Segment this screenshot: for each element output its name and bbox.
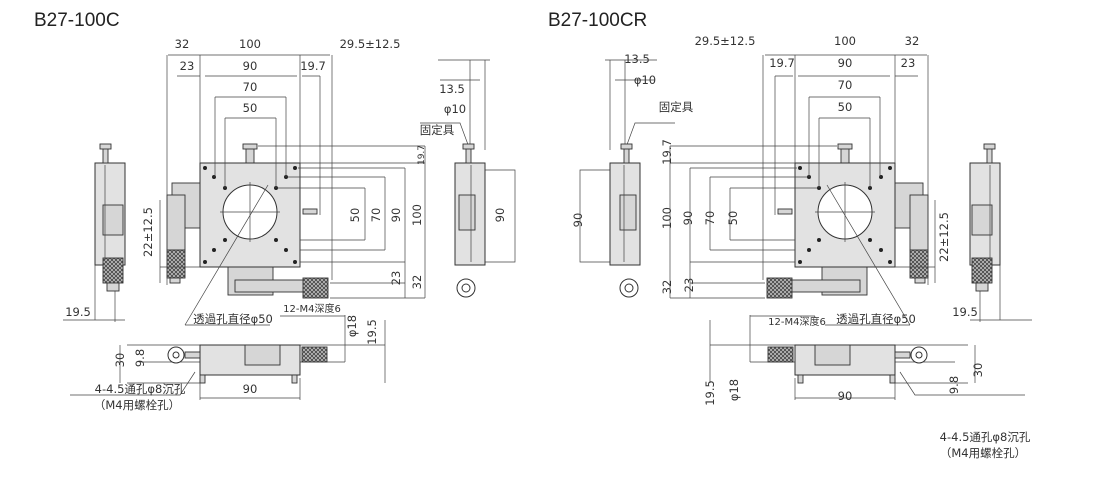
dim-label: 22±12.5 [141, 207, 155, 257]
dim-label: 19.5 [703, 380, 717, 406]
through-hole-note: 透過孔直径φ50 [836, 312, 916, 326]
dim-label: 22±12.5 [937, 212, 951, 262]
dim-label: 50 [348, 208, 362, 223]
model-title-b27-100c: B27-100C [34, 10, 120, 31]
dim-label: 23 [180, 59, 195, 73]
mounting-hole-note: 4-4.5通孔φ8沉孔 [95, 382, 186, 396]
dim-label: 19.7 [417, 145, 427, 165]
dim-label: 90 [838, 389, 853, 403]
dim-label: 100 [834, 34, 856, 48]
model-title-b27-100cr: B27-100CR [548, 10, 648, 31]
dim-label: 100 [660, 207, 674, 229]
tapped-hole-note: 12-M4深度6 [768, 315, 826, 328]
through-hole-note: 透過孔直径φ50 [193, 312, 273, 326]
dim-label: 32 [660, 280, 674, 295]
dim-label: 90 [571, 213, 585, 228]
dim-label: 19.7 [769, 56, 795, 70]
tapped-hole-note: 12-M4深度6 [283, 302, 341, 315]
dim-label: 90 [243, 59, 258, 73]
dim-label: 19.7 [660, 139, 674, 165]
dim-label: 70 [243, 80, 258, 94]
dim-label: 70 [703, 211, 717, 226]
dim-label: 30 [971, 363, 985, 378]
right-dimension-labels: 29.5±12.5 100 32 19.7 90 23 70 50 13.5 φ… [571, 34, 1031, 460]
left-dimension-labels: 32 100 29.5±12.5 23 90 19.7 70 50 13.5 φ… [65, 37, 507, 412]
dim-label: 19.5 [952, 305, 978, 319]
fixture-label: 固定具 [659, 100, 694, 114]
dim-label: 100 [410, 204, 424, 226]
mounting-hole-note: 4-4.5通孔φ8沉孔 [940, 430, 1031, 444]
dim-label: 90 [243, 382, 258, 396]
dim-label: 29.5±12.5 [340, 37, 401, 51]
dim-label: 32 [410, 275, 424, 290]
dim-label: 90 [838, 56, 853, 70]
dim-label: φ10 [444, 102, 466, 116]
dim-label: 70 [369, 208, 383, 223]
dim-label: 13.5 [439, 82, 465, 96]
dim-label: 9.8 [133, 349, 147, 367]
dim-label: φ10 [634, 73, 656, 87]
dim-label: 23 [901, 56, 916, 70]
dim-label: 13.5 [624, 52, 650, 66]
dim-label: φ18 [727, 379, 741, 401]
dim-label: 23 [682, 278, 696, 293]
mounting-hole-note-sub: （M4用螺栓孔） [940, 446, 1026, 460]
dim-label: 32 [905, 34, 920, 48]
dim-label: 50 [838, 100, 853, 114]
dim-label: 30 [113, 353, 127, 368]
stage-drawing-b27-100cr [579, 54, 1033, 401]
dim-label: 23 [389, 271, 403, 286]
dim-label: 90 [681, 211, 695, 226]
dim-label: 100 [239, 37, 261, 51]
dim-label: 90 [389, 208, 403, 223]
dim-label: φ18 [345, 315, 359, 337]
dim-label: 90 [493, 208, 507, 223]
dim-label: 19.5 [65, 305, 91, 319]
dim-label: 29.5±12.5 [695, 34, 756, 48]
dim-label: 9.8 [947, 376, 961, 394]
dim-label: 50 [243, 101, 258, 115]
dim-label: 19.5 [365, 319, 379, 345]
mounting-hole-note-sub: （M4用螺栓孔） [94, 398, 180, 412]
dim-label: 70 [838, 78, 853, 92]
dim-label: 32 [175, 37, 190, 51]
fixture-label: 固定具 [420, 123, 455, 137]
dim-label: 50 [726, 211, 740, 226]
dim-label: 19.7 [300, 59, 326, 73]
